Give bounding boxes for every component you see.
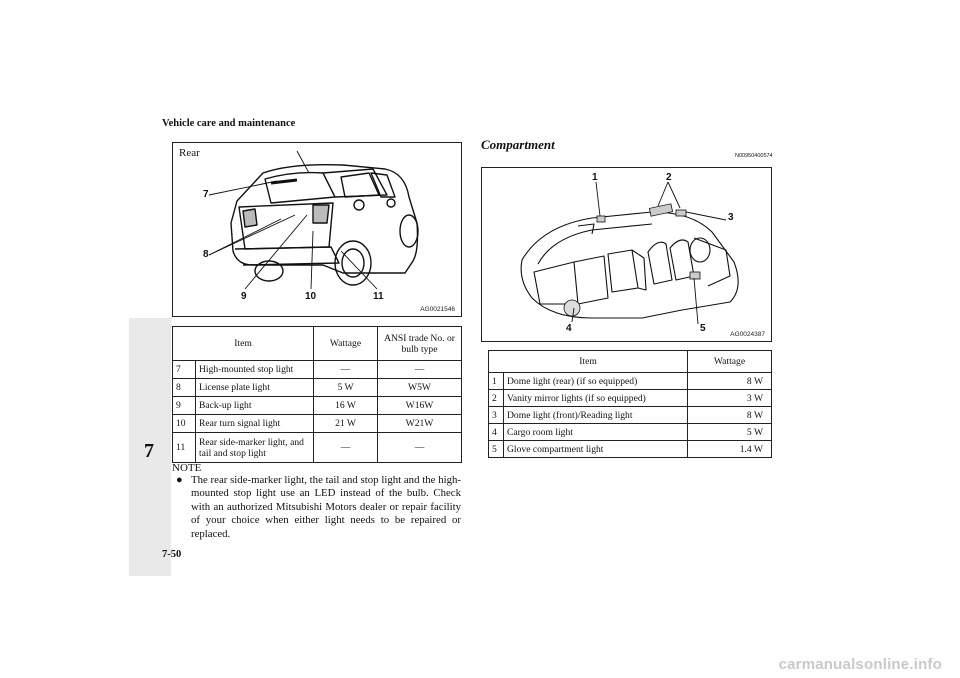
section-title: Compartment (481, 137, 555, 152)
row-number: 7 (172, 360, 196, 379)
row-number: 9 (172, 396, 196, 415)
note-bullet-icon: ● (176, 474, 183, 486)
row-item: Rear turn signal light (195, 414, 314, 433)
compartment-bulb-table: Item Wattage 1 Dome light (rear) (if so … (488, 350, 772, 458)
row-wattage: 8 W (687, 406, 772, 424)
table-row: 5 Glove compartment light 1.4 W (488, 440, 772, 458)
section-reference-code: N00950400574 (735, 153, 773, 159)
running-header: Vehicle care and maintenance (162, 118, 296, 129)
row-ansi: — (377, 432, 462, 463)
table-row: 11 Rear side-marker light, and tail and … (172, 432, 462, 463)
compartment-figure-code: AG0024387 (730, 331, 765, 338)
row-wattage: 1.4 W (687, 440, 772, 458)
row-item: Cargo room light (503, 423, 688, 441)
compartment-header-wattage: Wattage (687, 350, 772, 373)
rear-figure: Rear (172, 142, 462, 317)
row-item: License plate light (195, 378, 314, 397)
interior-illustration (520, 181, 739, 325)
note-title: NOTE (172, 462, 202, 474)
row-number: 8 (172, 378, 196, 397)
row-item: Back-up light (195, 396, 314, 415)
compartment-figure: 1 2 3 4 5 AG0024387 (481, 167, 772, 342)
row-wattage: 5 W (687, 423, 772, 441)
compartment-callout-4: 4 (566, 323, 572, 334)
rear-figure-code: AG0021546 (420, 306, 455, 313)
row-number: 3 (488, 406, 504, 424)
row-wattage: — (313, 360, 378, 379)
row-item: Dome light (rear) (if so equipped) (503, 372, 688, 390)
row-wattage: 3 W (687, 389, 772, 407)
row-wattage: 5 W (313, 378, 378, 397)
rear-callout-9: 9 (241, 291, 247, 302)
rear-header-wattage: Wattage (313, 326, 378, 361)
table-row: 7 High-mounted stop light — — (172, 360, 462, 379)
table-row: 1 Dome light (rear) (if so equipped) 8 W (488, 372, 772, 390)
rear-callout-7: 7 (203, 189, 209, 200)
compartment-callout-5: 5 (700, 323, 706, 334)
row-number: 4 (488, 423, 504, 441)
compartment-callout-3: 3 (728, 212, 734, 223)
row-item: High-mounted stop light (195, 360, 314, 379)
row-ansi: W16W (377, 396, 462, 415)
table-row: 9 Back-up light 16 W W16W (172, 396, 462, 415)
row-ansi: W21W (377, 414, 462, 433)
rear-figure-title: Rear (179, 147, 200, 159)
row-wattage: 8 W (687, 372, 772, 390)
row-item: Dome light (front)/Reading light (503, 406, 688, 424)
table-row: 3 Dome light (front)/Reading light 8 W (488, 406, 772, 424)
row-ansi: — (377, 360, 462, 379)
rear-callout-8: 8 (203, 249, 209, 260)
footer-watermark: carmanualsonline.info (778, 656, 942, 673)
table-row: 2 Vanity mirror lights (if so equipped) … (488, 389, 772, 407)
page-number: 7-50 (162, 549, 182, 560)
note-text: The rear side-marker light, the tail and… (191, 474, 461, 540)
compartment-header-item: Item (488, 350, 688, 373)
row-number: 2 (488, 389, 504, 407)
compartment-callout-1: 1 (592, 172, 598, 183)
row-wattage: 21 W (313, 414, 378, 433)
rear-header-ansi: ANSI trade No. or bulb type (377, 326, 462, 361)
table-row: 8 License plate light 5 W W5W (172, 378, 462, 397)
chapter-tab-number: 7 (144, 440, 154, 462)
row-number: 1 (488, 372, 504, 390)
rear-callout-10: 10 (305, 291, 317, 302)
row-ansi: W5W (377, 378, 462, 397)
row-wattage: — (313, 432, 378, 463)
row-item: Rear side-marker light, and tail and sto… (195, 432, 314, 463)
table-row: 4 Cargo room light 5 W (488, 423, 772, 441)
row-wattage: 16 W (313, 396, 378, 415)
row-item: Glove compartment light (503, 440, 688, 458)
rear-callout-11: 11 (373, 291, 384, 302)
compartment-callout-2: 2 (666, 172, 672, 183)
row-number: 10 (172, 414, 196, 433)
chapter-tab (129, 318, 171, 576)
row-number: 5 (488, 440, 504, 458)
rear-bulb-table: Item Wattage ANSI trade No. or bulb type… (172, 326, 462, 463)
row-item: Vanity mirror lights (if so equipped) (503, 389, 688, 407)
rear-header-item: Item (172, 326, 314, 361)
table-row: 10 Rear turn signal light 21 W W21W (172, 414, 462, 433)
row-number: 11 (172, 432, 196, 463)
rear-car-illustration (208, 150, 419, 290)
